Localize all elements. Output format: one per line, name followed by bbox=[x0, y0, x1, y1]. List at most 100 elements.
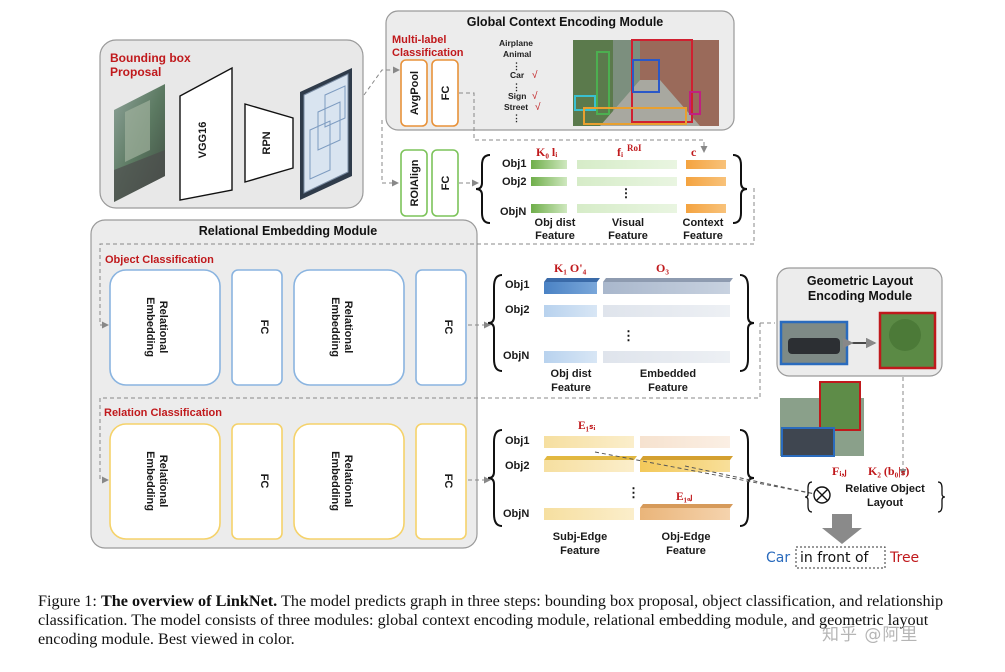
roi-feat-visual-1: Visual bbox=[612, 217, 644, 229]
global-context-encoding-module: Global Context Encoding Module Multi-lab… bbox=[385, 10, 735, 131]
label-street: Street bbox=[504, 102, 528, 112]
obj-ellipsis: ⋮ bbox=[622, 328, 635, 343]
figure-caption: Figure 1: The overview of LinkNet. The m… bbox=[38, 592, 978, 649]
rel-cls-title: Relation Classification bbox=[104, 407, 222, 419]
bbox-title-line1: Bounding box bbox=[110, 51, 191, 65]
obj-row-objn: ObjN bbox=[503, 350, 529, 362]
vgg16-label: VGG16 bbox=[197, 122, 209, 159]
geo-title-line1: Geometric Layout bbox=[807, 274, 914, 288]
roi-feat-visual-2: Feature bbox=[608, 230, 648, 242]
obj-cls-blocks bbox=[109, 269, 467, 386]
rel-fc-2-label: FC bbox=[442, 474, 454, 489]
label-ellipsis-1: ⋮ bbox=[512, 61, 521, 71]
geo-fij: Fᵢ,ⱼ bbox=[832, 464, 847, 478]
bounding-box-proposal-module: Bounding box Proposal VGG16 RPN bbox=[99, 39, 364, 209]
roi-header-k0: K₀ lᵢ bbox=[536, 145, 557, 159]
rel-rel-emb-2-line2: Embedding bbox=[329, 451, 341, 511]
obj-fc-2-label: FC bbox=[442, 320, 454, 335]
rel-header-e1si: E₁ₛᵢ bbox=[578, 420, 595, 432]
rol-line2: Layout bbox=[867, 497, 903, 509]
vgg16-block bbox=[179, 66, 233, 201]
rel-feat-subj-1: Subj-Edge bbox=[553, 531, 607, 543]
avgpool-block bbox=[400, 59, 428, 127]
label-ellipsis-3: ⋮ bbox=[512, 113, 521, 123]
otimes-symbol bbox=[813, 486, 831, 504]
rel-feat-obj-2: Feature bbox=[666, 545, 706, 557]
caption-text: The model predicts graph in three steps:… bbox=[38, 592, 944, 648]
predicate-box bbox=[795, 546, 886, 569]
label-sign: Sign bbox=[508, 91, 526, 101]
obj-fc-1-label: FC bbox=[258, 320, 270, 335]
label-airplane: Airplane bbox=[499, 38, 533, 48]
roi-header-c: c bbox=[691, 145, 697, 159]
roi-feat-objdist-1: Obj dist bbox=[535, 217, 576, 229]
connector-lines bbox=[99, 66, 775, 484]
caption-bold: The overview of LinkNet. bbox=[100, 592, 278, 610]
rel-row-obj1: Obj1 bbox=[505, 435, 529, 447]
rel-feat-obj-1: Obj-Edge bbox=[662, 531, 711, 543]
relation-output-features: E₁ₛᵢ E₁ₒⱼ Obj1 Obj2 ObjN ⋮ Subj-Edge Fea… bbox=[487, 420, 816, 557]
rpn-label: RPN bbox=[261, 131, 273, 154]
object-output-features: K₁ O'₄ O₃ Obj1 Obj2 ObjN ⋮ Obj dist Feat… bbox=[487, 261, 755, 394]
geometric-layout-module: Geometric Layout Encoding Module Fᵢ,ⱼ K₂… bbox=[766, 267, 946, 569]
rol-line1: Relative Object bbox=[845, 483, 925, 495]
obj-feat-objdist-2: Feature bbox=[551, 382, 591, 394]
obj-row-obj1: Obj1 bbox=[505, 279, 529, 291]
obj-feature-bars bbox=[544, 278, 733, 363]
rel-header-e1oj: E₁ₒⱼ bbox=[676, 491, 692, 503]
roi-left-brace bbox=[475, 154, 491, 224]
roi-feat-context-2: Feature bbox=[683, 230, 723, 242]
label-ellipsis-2: ⋮ bbox=[512, 82, 521, 92]
obj-rel-emb-2-line2: Embedding bbox=[329, 297, 341, 357]
avgpool-label: AvgPool bbox=[409, 71, 421, 115]
geo-car-crop bbox=[779, 320, 849, 366]
obj-feat-embedded-2: Feature bbox=[648, 382, 688, 394]
rel-row-obj2: Obj2 bbox=[505, 460, 529, 472]
rel-rel-emb-1-line1: Relational bbox=[157, 455, 169, 508]
roi-row-objn: ObjN bbox=[500, 206, 526, 218]
relational-title: Relational Embedding Module bbox=[199, 224, 378, 238]
obj-feat-objdist-1: Obj dist bbox=[551, 368, 592, 380]
obj-feat-embedded-1: Embedded bbox=[640, 368, 696, 380]
obj-header-o3: O₃ bbox=[656, 261, 669, 275]
check-street: √ bbox=[535, 101, 541, 113]
input-image-thumbnail bbox=[114, 84, 165, 202]
roi-header-fi: fᵢ bbox=[617, 145, 623, 159]
caption-prefix: Figure 1: bbox=[38, 592, 101, 610]
rel-ellipsis: ⋮ bbox=[627, 485, 640, 500]
roi-right-brace bbox=[732, 154, 748, 224]
result-predicate: in front of bbox=[800, 550, 870, 566]
roi-fc-block bbox=[431, 149, 459, 217]
rel-feat-subj-2: Feature bbox=[560, 545, 600, 557]
label-car: Car bbox=[510, 70, 525, 80]
relational-embedding-module: Relational Embedding Module Object Class… bbox=[90, 219, 478, 549]
roi-row-obj2: Obj2 bbox=[502, 176, 526, 188]
obj-row-obj2: Obj2 bbox=[505, 304, 529, 316]
obj-rel-emb-1-line1: Relational bbox=[157, 301, 169, 354]
rpn-block bbox=[244, 103, 294, 183]
roialign-label: ROIAlign bbox=[409, 159, 421, 206]
check-car: √ bbox=[532, 69, 538, 81]
check-sign: √ bbox=[532, 90, 538, 102]
obj-header-k1: K₁ O'₄ bbox=[554, 261, 587, 275]
mlc-title-line2: Classification bbox=[392, 47, 464, 59]
gc-fc-label: FC bbox=[440, 86, 452, 101]
roi-feat-context-1: Context bbox=[683, 217, 724, 229]
gc-fc-block bbox=[431, 59, 459, 127]
obj-rel-emb-1-line2: Embedding bbox=[144, 297, 156, 357]
linknet-overview-figure: Bounding box Proposal VGG16 RPN Global C… bbox=[90, 10, 946, 569]
rel-rel-emb-1-line2: Embedding bbox=[144, 451, 156, 511]
obj-rel-emb-2-line1: Relational bbox=[342, 301, 354, 354]
roi-row-obj1: Obj1 bbox=[502, 158, 526, 170]
roi-header-fi-sup: RoI bbox=[627, 143, 642, 153]
rel-row-objn: ObjN bbox=[503, 508, 529, 520]
roi-feature-bars bbox=[531, 160, 726, 213]
rel-cls-blocks bbox=[109, 423, 467, 540]
rel-feature-bars bbox=[544, 436, 733, 520]
geo-k2: K₂ (b₀|ₛ) bbox=[868, 464, 909, 478]
roialign-block bbox=[400, 149, 428, 217]
proposal-feature-map bbox=[300, 68, 352, 200]
roi-feature-block: ROIAlign FC Obj1 Obj2 ObjN K₀ lᵢ fᵢ RoI … bbox=[400, 143, 748, 242]
bbox-title-line2: Proposal bbox=[110, 65, 161, 79]
geo-scene-crop bbox=[780, 381, 864, 457]
